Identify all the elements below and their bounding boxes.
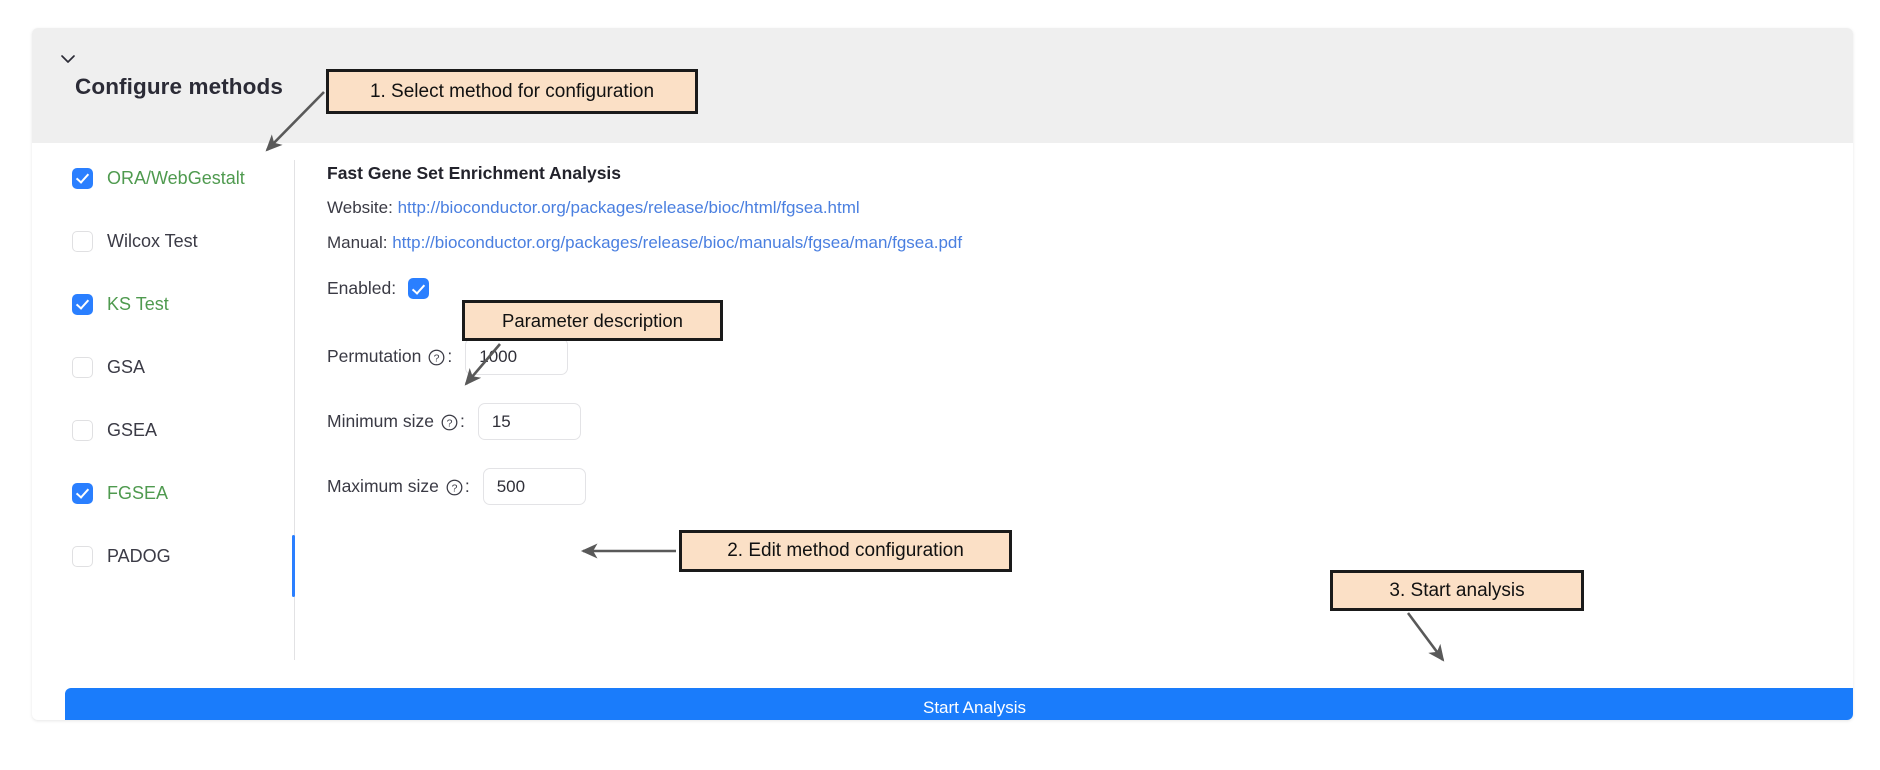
question-circle-icon[interactable]: ? [446, 479, 463, 496]
svg-text:?: ? [451, 482, 457, 494]
maximum-size-label: Maximum size ? : [327, 476, 470, 496]
website-link[interactable]: http://bioconductor.org/packages/release… [397, 198, 860, 217]
enabled-row: Enabled: [327, 278, 430, 299]
selected-method-indicator [292, 535, 295, 597]
manual-row: Manual: http://bioconductor.org/packages… [327, 233, 962, 253]
method-label: Wilcox Test [107, 230, 198, 251]
method-list: ORA/WebGestalt Wilcox Test KS Test GSA G… [32, 143, 294, 673]
method-detail-pane: Fast Gene Set Enrichment Analysis Websit… [295, 143, 1853, 673]
sidebar-item-ora-webgestalt[interactable]: ORA/WebGestalt [72, 163, 245, 193]
method-checkbox-gsa[interactable] [72, 356, 93, 378]
minimum-size-row: Minimum size ? : [327, 403, 581, 440]
permutation-input[interactable] [465, 338, 569, 375]
method-checkbox-fgsea[interactable] [72, 482, 93, 504]
permutation-row: Permutation ? : [327, 338, 569, 375]
method-label: PADOG [107, 545, 171, 566]
question-circle-icon[interactable]: ? [441, 414, 458, 431]
callout-parameter-description: Parameter description [462, 300, 723, 341]
method-title: Fast Gene Set Enrichment Analysis [327, 163, 622, 183]
svg-text:?: ? [434, 352, 440, 364]
page-title: Configure methods [75, 74, 283, 99]
sidebar-item-gsea[interactable]: GSEA [72, 415, 157, 445]
sidebar-item-gsa[interactable]: GSA [72, 352, 145, 382]
start-analysis-button[interactable]: Start Analysis [65, 688, 1853, 720]
minimum-size-input[interactable] [477, 403, 581, 440]
permutation-label: Permutation ? : [327, 346, 453, 366]
enabled-checkbox[interactable] [408, 278, 430, 299]
method-checkbox-wilcox-test[interactable] [72, 230, 93, 252]
sidebar-item-wilcox-test[interactable]: Wilcox Test [72, 226, 198, 256]
chevron-down-icon[interactable] [55, 46, 81, 72]
website-label: Website: [327, 198, 393, 217]
list-divider [294, 160, 295, 660]
method-checkbox-padog[interactable] [72, 545, 93, 567]
panel-header: Configure methods [32, 28, 1853, 143]
enabled-label: Enabled: [327, 278, 397, 298]
method-label: GSA [107, 356, 146, 377]
sidebar-item-ks-test[interactable]: KS Test [72, 289, 169, 319]
method-label: FGSEA [107, 482, 169, 503]
method-label: GSEA [107, 419, 158, 440]
maximum-size-row: Maximum size ? : [327, 468, 586, 505]
manual-label: Manual: [327, 233, 388, 252]
sidebar-item-fgsea[interactable]: FGSEA [72, 478, 168, 508]
method-checkbox-gsea[interactable] [72, 419, 93, 441]
svg-text:?: ? [447, 417, 453, 429]
minimum-size-label: Minimum size ? : [327, 411, 465, 431]
method-label: KS Test [107, 293, 169, 314]
method-checkbox-ks-test[interactable] [72, 293, 93, 315]
method-label: ORA/WebGestalt [107, 167, 245, 188]
method-checkbox-ora-webgestalt[interactable] [72, 167, 93, 189]
callout-select-method: 1. Select method for configuration [326, 69, 698, 114]
configure-methods-panel: Configure methods ORA/WebGestalt Wilcox … [32, 28, 1853, 720]
callout-edit-configuration: 2. Edit method configuration [679, 530, 1012, 572]
sidebar-item-padog[interactable]: PADOG [72, 541, 171, 571]
manual-link[interactable]: http://bioconductor.org/packages/release… [392, 233, 963, 252]
website-row: Website: http://bioconductor.org/package… [327, 198, 860, 218]
maximum-size-input[interactable] [482, 468, 586, 505]
callout-start-analysis: 3. Start analysis [1330, 570, 1584, 611]
question-circle-icon[interactable]: ? [428, 349, 445, 366]
